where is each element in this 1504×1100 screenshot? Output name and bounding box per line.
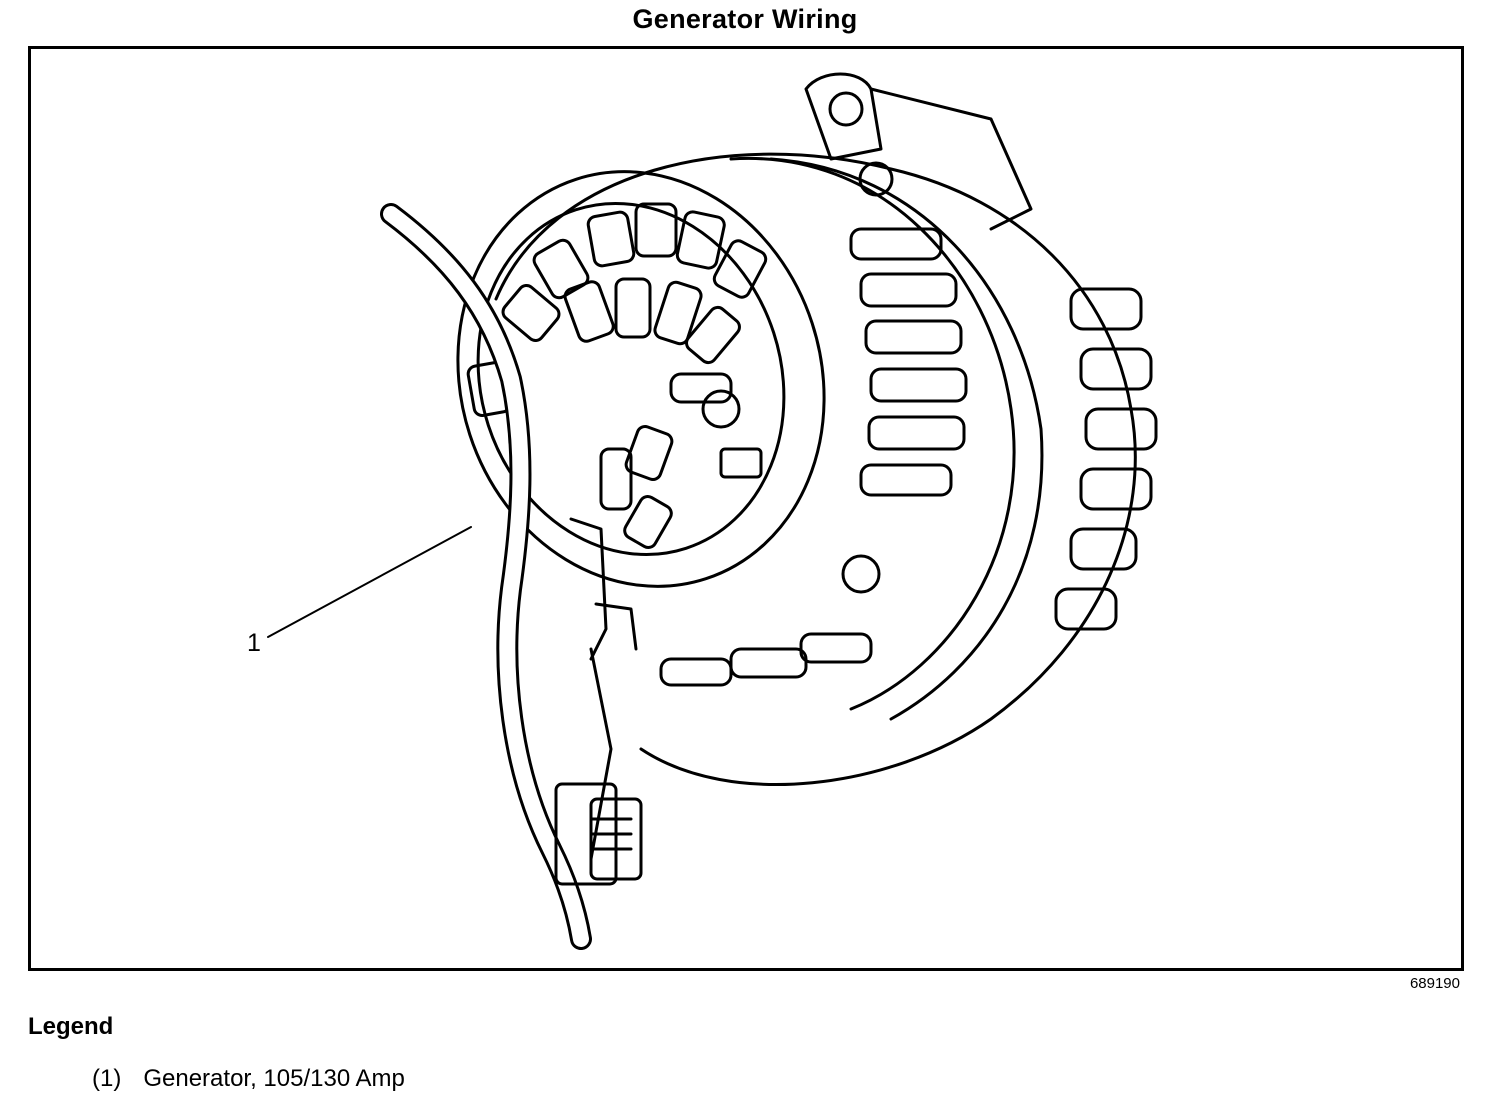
end-frame-vents [466,202,768,549]
wiring-harness [380,203,592,950]
generator-drawing [267,72,1158,950]
mounting-ear [804,72,883,161]
legend-item-description: Generator, 105/130 Amp [143,1065,405,1092]
callout-number-1: 1 [247,629,261,657]
generator-housing-outline [494,152,1137,787]
page-title: Generator Wiring [632,4,858,34]
harness-connector [554,782,643,886]
output-stud [669,372,733,404]
end-frame [456,170,826,588]
legend-item: (1) Generator, 105/130 Amp [92,1065,405,1093]
harness-lead [569,517,608,661]
generator-illustration: 1 [28,46,1464,971]
legend-item-number: (1) [92,1065,122,1092]
cooling-fins [1054,287,1158,631]
figure-id: 689190 [1409,975,1460,992]
callout-leader-line [267,526,472,638]
stator-vents [659,227,968,687]
legend-heading: Legend [28,1013,114,1040]
